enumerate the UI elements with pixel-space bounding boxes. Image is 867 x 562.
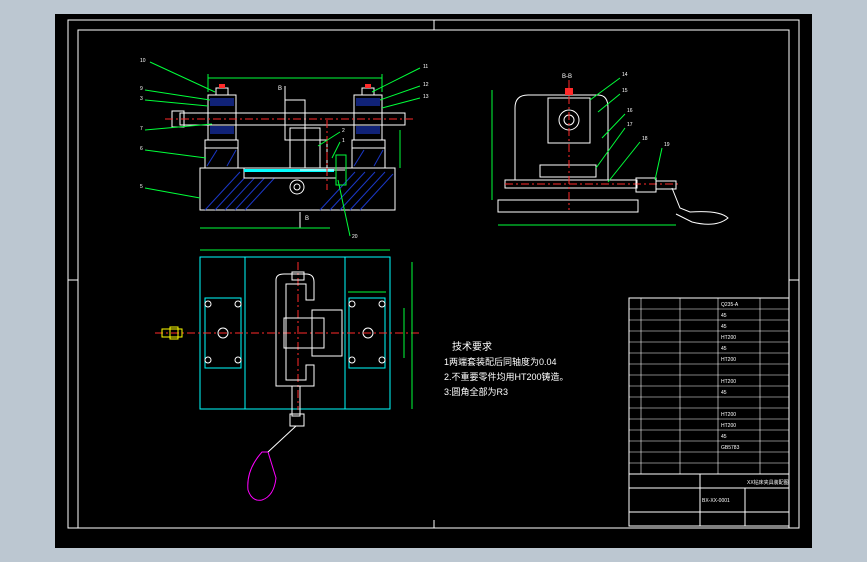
border-center-marks [68,20,799,528]
parts-row-material: Q235-A [721,302,739,308]
tech-requirements: 技术要求 1两端套装配后同轴度为0.04 2.不重要零件均用HT200铸造。 3… [444,340,569,397]
tech-requirement-1: 1两端套装配后同轴度为0.04 [444,356,557,367]
side-view: B-B 14 15 16 17 18 19 [491,72,729,226]
tech-requirement-3: 3:圆角全部为R3 [444,386,508,397]
parts-row-material: GB5783 [721,445,740,451]
front-view: B B 10 9 3 [140,58,429,240]
tech-requirements-title: 技术要求 [452,340,492,353]
parts-row-material: 45 [721,313,727,319]
parts-row-material: 45 [721,390,727,396]
svg-text:2: 2 [342,128,345,134]
parts-row-material: 45 [721,434,727,440]
parts-row-material: 45 [721,346,727,352]
svg-text:20: 20 [352,234,358,240]
drawing-number: BX-XX-0001 [702,498,730,504]
svg-text:11: 11 [423,64,428,70]
parts-row-material: HT200 [721,379,736,385]
front-leaders [144,61,421,237]
svg-text:19: 19 [664,142,670,148]
top-view [155,249,420,501]
title-block: Q235-A4545HT20045HT200HT20045HT200HT2004… [628,297,790,527]
svg-text:18: 18 [642,136,648,142]
section-mark-top: B [278,86,282,92]
svg-text:10: 10 [140,58,146,64]
side-base [497,199,639,213]
svg-text:13: 13 [423,94,429,100]
center-bracket [284,99,306,141]
svg-text:3: 3 [140,96,143,102]
parts-row-material: HT200 [721,357,736,363]
svg-text:5: 5 [140,184,143,190]
drawing-title: XX钻床夹具装配图 [747,479,789,486]
svg-text:6: 6 [140,146,143,152]
front-balloons: 10 9 3 7 6 5 11 12 13 2 1 20 [140,58,429,240]
parts-row-material: HT200 [721,335,736,341]
parts-row-material: HT200 [721,423,736,429]
parts-row-material: HT200 [721,412,736,418]
svg-text:16: 16 [627,108,633,114]
section-label: B-B [562,74,572,80]
section-mark-bottom: B [305,216,309,222]
svg-text:1: 1 [342,138,345,144]
svg-text:12: 12 [423,82,429,88]
svg-text:9: 9 [140,86,143,92]
svg-text:7: 7 [140,126,143,132]
svg-text:14: 14 [622,72,628,78]
parts-row-material: 45 [721,324,727,330]
svg-text:17: 17 [627,122,633,128]
tech-requirement-2: 2.不重要零件均用HT200铸造。 [444,371,569,382]
svg-text:15: 15 [622,88,628,94]
